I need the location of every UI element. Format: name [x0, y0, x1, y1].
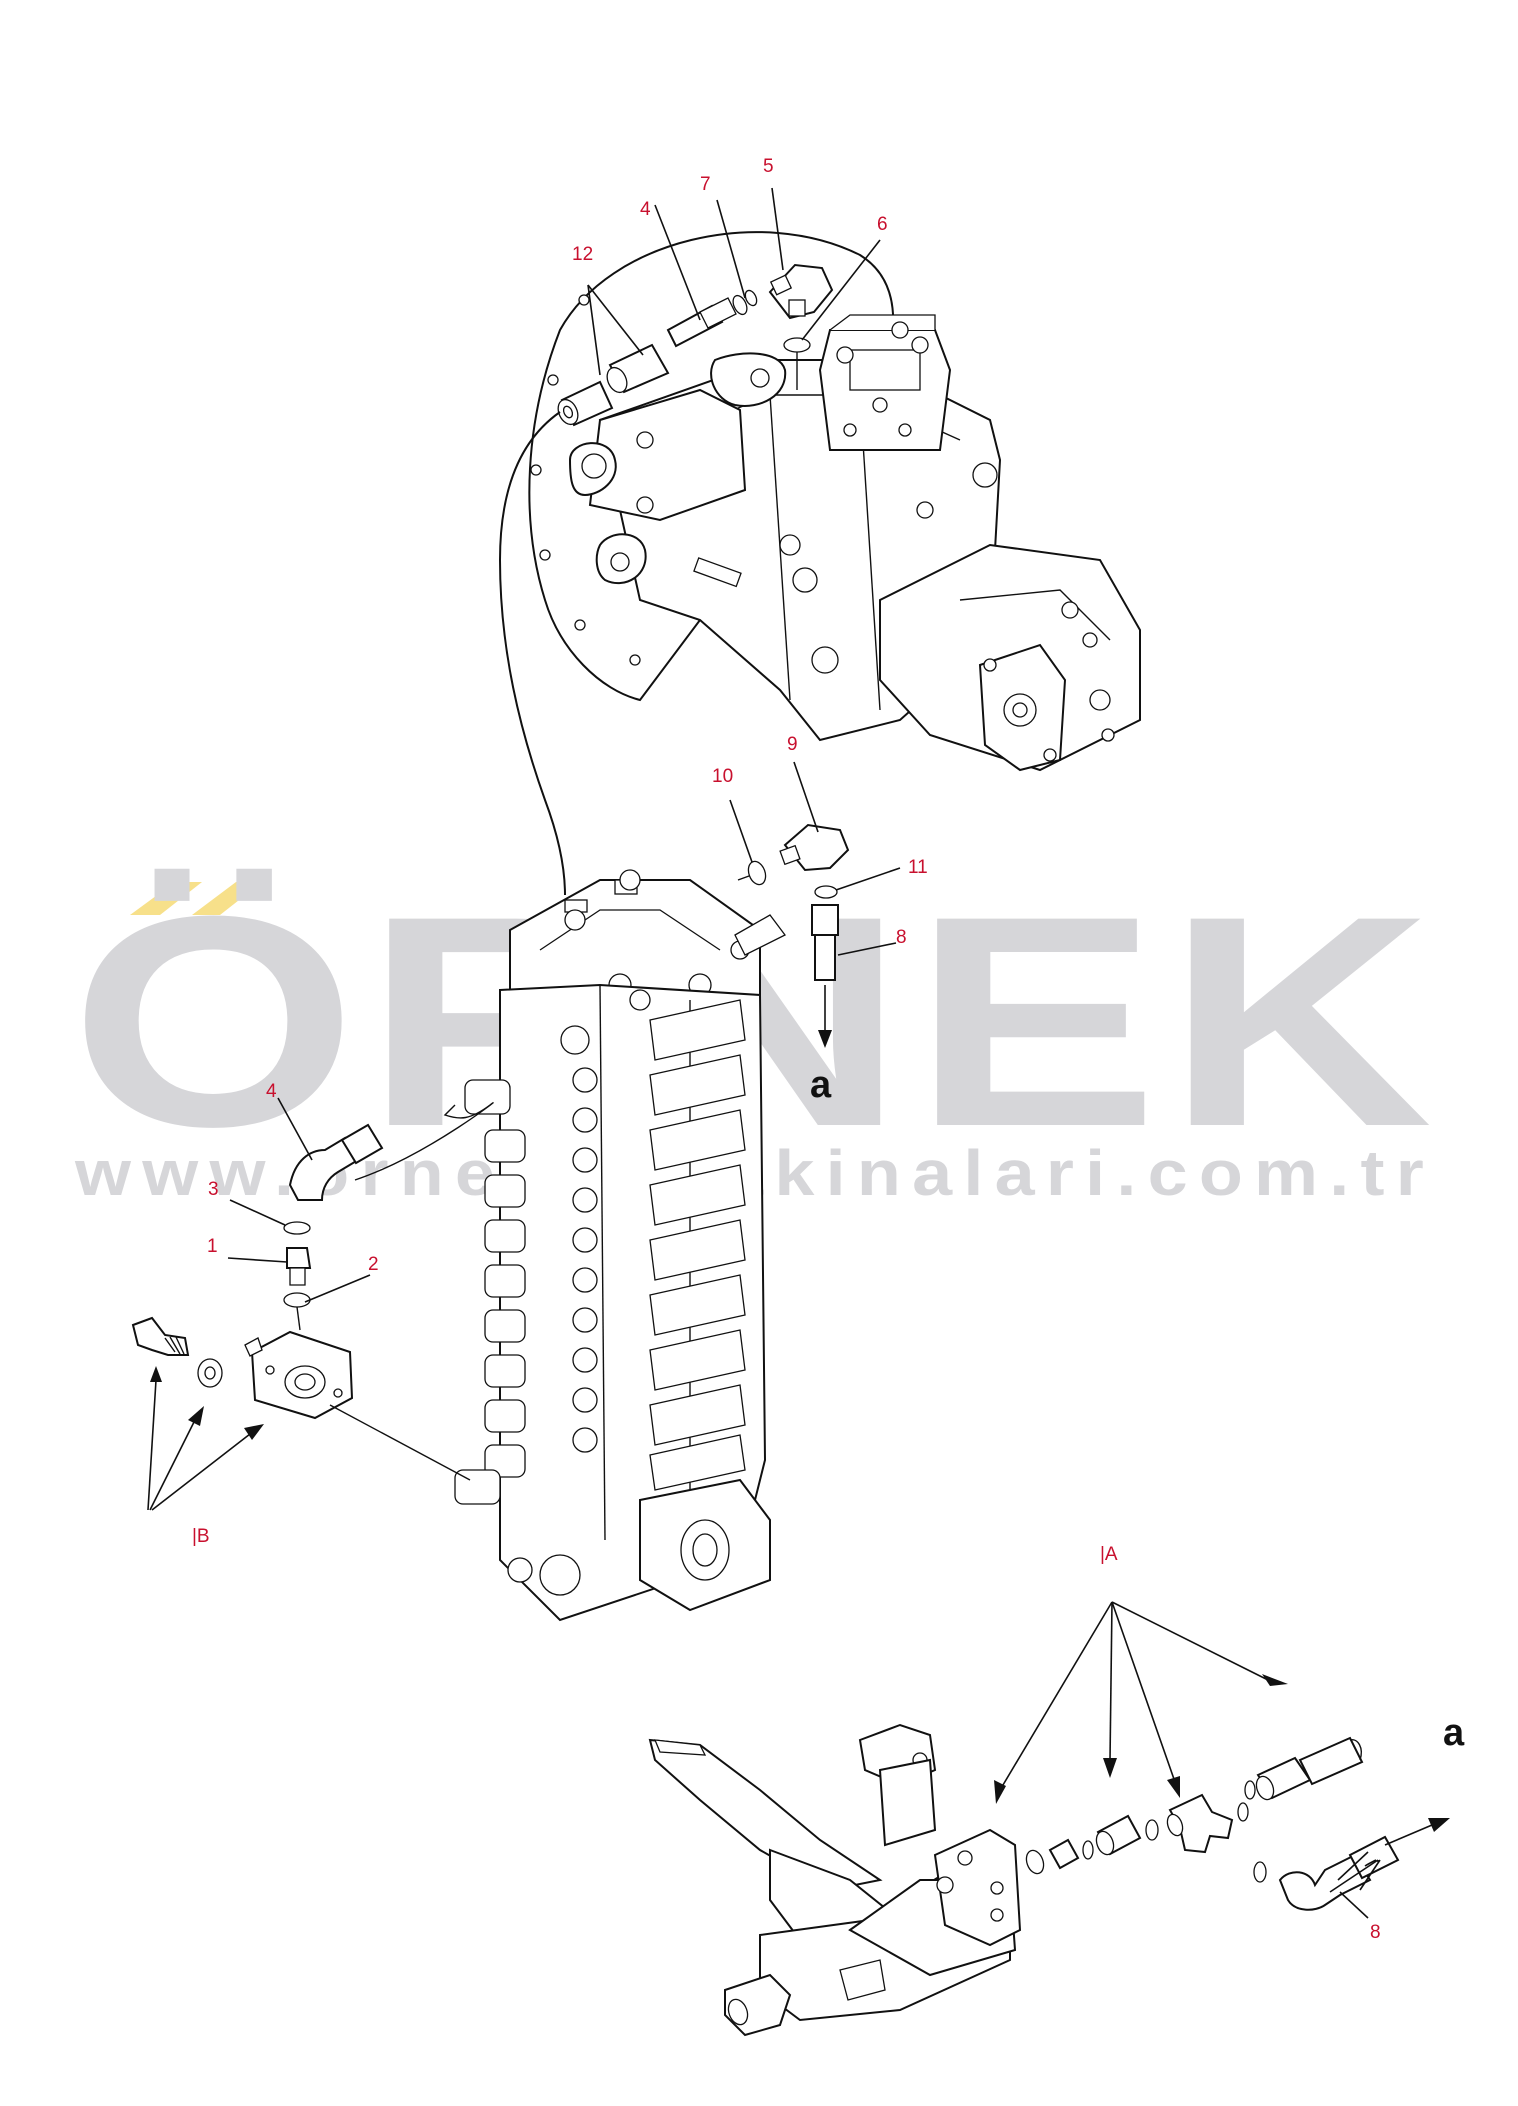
callout-labels: 12 4 7 5 6 9 10 11 8 4 3 1 2 8 |B |A — [192, 156, 1381, 1943]
left-pipe-fittings — [131, 1123, 471, 1481]
callout-12: 12 — [572, 244, 593, 265]
callout-7: 7 — [700, 174, 711, 195]
connection-marker-a-right: a — [1443, 1712, 1465, 1754]
control-valve-stack — [454, 869, 786, 1622]
callout-10: 10 — [712, 766, 733, 787]
callout-11: 11 — [908, 857, 928, 878]
watermark-accent-right — [192, 882, 262, 915]
callout-2: 2 — [368, 1254, 379, 1275]
callout-6: 6 — [877, 214, 888, 235]
watermark-accent-left — [130, 882, 202, 915]
callout-9: 9 — [787, 734, 798, 755]
top-pipe-fittings — [498, 263, 834, 896]
callout-4-left: 4 — [266, 1081, 277, 1102]
connection-arrow-right — [1428, 1818, 1450, 1832]
pilot-valve-fittings — [1025, 1736, 1400, 1911]
valve-side-bosses — [649, 999, 746, 1491]
callout-5: 5 — [763, 156, 774, 177]
callout-leaders — [227, 187, 1381, 1919]
pilot-pedal-valve — [648, 1723, 1022, 2037]
spool-ends-left — [454, 1025, 598, 1505]
callout-8-mid: 8 — [896, 927, 907, 948]
callout-1: 1 — [207, 1236, 218, 1257]
callout-3: 3 — [208, 1179, 219, 1200]
view-a-pointers — [994, 1601, 1288, 1804]
connection-arrow-mid — [818, 1030, 832, 1048]
callout-4-top: 4 — [640, 199, 651, 220]
view-label-a: |A — [1100, 1544, 1118, 1565]
callout-8-bottom: 8 — [1370, 1922, 1381, 1943]
connection-marker-a-mid: a — [810, 1064, 832, 1106]
view-b-pointers — [147, 1366, 264, 1511]
hydraulic-pump-assembly — [528, 231, 1141, 772]
view-label-b: |B — [192, 1526, 210, 1547]
mid-right-fittings — [747, 823, 850, 981]
